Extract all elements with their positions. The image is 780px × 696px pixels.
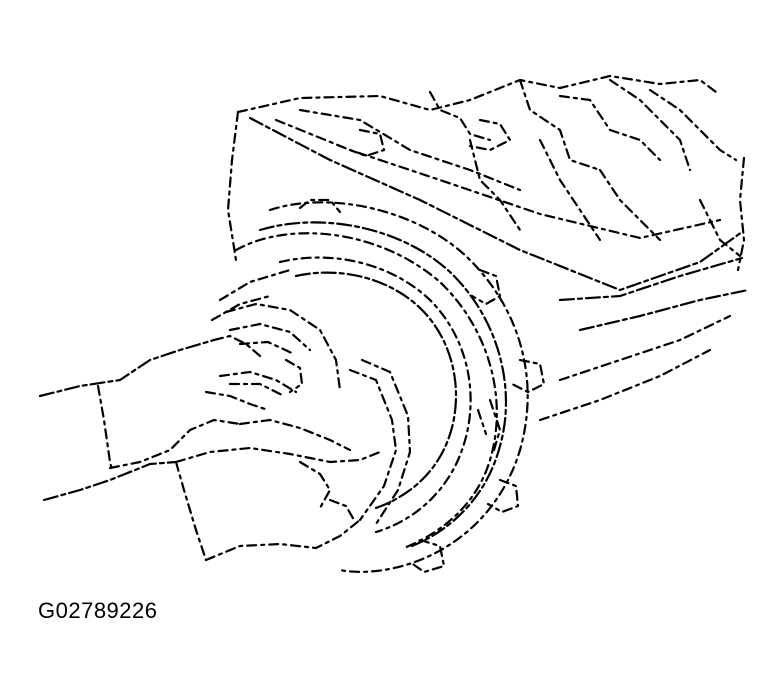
bell-housing-flange [234,198,546,574]
upper-hand [38,334,352,472]
inner-component [218,302,342,398]
figure-code-label: G02789226 [38,598,158,623]
ring-drum [210,256,472,534]
lower-hand [42,446,382,562]
housing-block [226,74,750,422]
